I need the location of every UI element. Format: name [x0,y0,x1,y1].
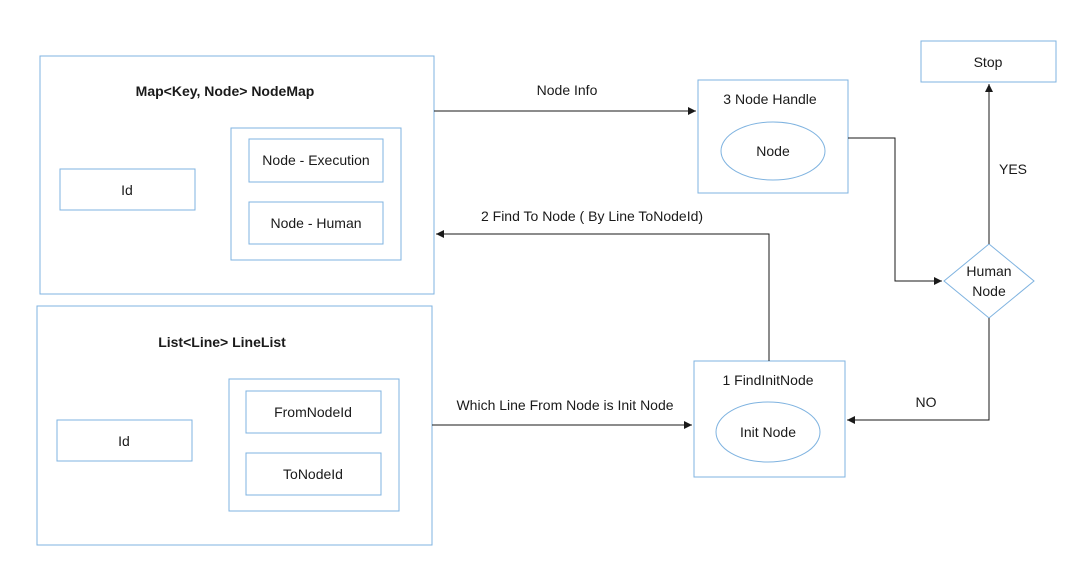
node-human-box [248,201,384,245]
to-node-id-box [245,452,382,496]
edge-no [847,318,990,424]
init-node-label: Init Node [740,424,796,440]
linelist-container: List<Line> LineList Id FromNodeId ToNode… [36,305,433,546]
find-init-node-title: 1 FindInitNode [722,372,813,388]
linelist-id-label: Id [118,433,130,449]
edge-handle-to-decision [848,137,942,285]
node-ellipse [720,121,826,181]
edge-find-to-node-label: 2 Find To Node ( By Line ToNodeId) [481,208,703,224]
node-execution-box [248,138,384,183]
from-node-id-label: FromNodeId [274,404,352,420]
edge-yes-label: YES [999,161,1027,177]
edge-find-to-node [436,230,770,361]
find-init-node-box: 1 FindInitNode Init Node [693,360,846,478]
edge-node-info-label: Node Info [537,82,598,98]
node-human-label: Node - Human [270,215,361,231]
init-node-ellipse [715,401,821,463]
nodemap-id-box [59,168,196,211]
stop-box: Stop [920,40,1057,83]
human-node-line1: Human [966,263,1011,279]
edge-no-label: NO [916,394,937,410]
stop-label: Stop [974,54,1003,70]
linelist-title: List<Line> LineList [158,334,286,350]
node-handle-title: 3 Node Handle [723,91,817,107]
from-node-id-box [245,390,382,434]
nodemap-container: Map<Key, Node> NodeMap Id Node - Executi… [39,55,435,295]
node-handle-box: 3 Node Handle Node [697,79,849,194]
to-node-id-label: ToNodeId [283,466,343,482]
node-ellipse-label: Node [756,143,790,159]
linelist-id-box [56,419,193,462]
edge-which-line-label: Which Line From Node is Init Node [456,397,673,413]
nodemap-title: Map<Key, Node> NodeMap [136,83,315,99]
human-node-line2: Node [972,283,1006,299]
human-node-decision: Human Node [943,243,1035,319]
node-execution-label: Node - Execution [262,152,369,168]
nodemap-id-label: Id [121,182,133,198]
